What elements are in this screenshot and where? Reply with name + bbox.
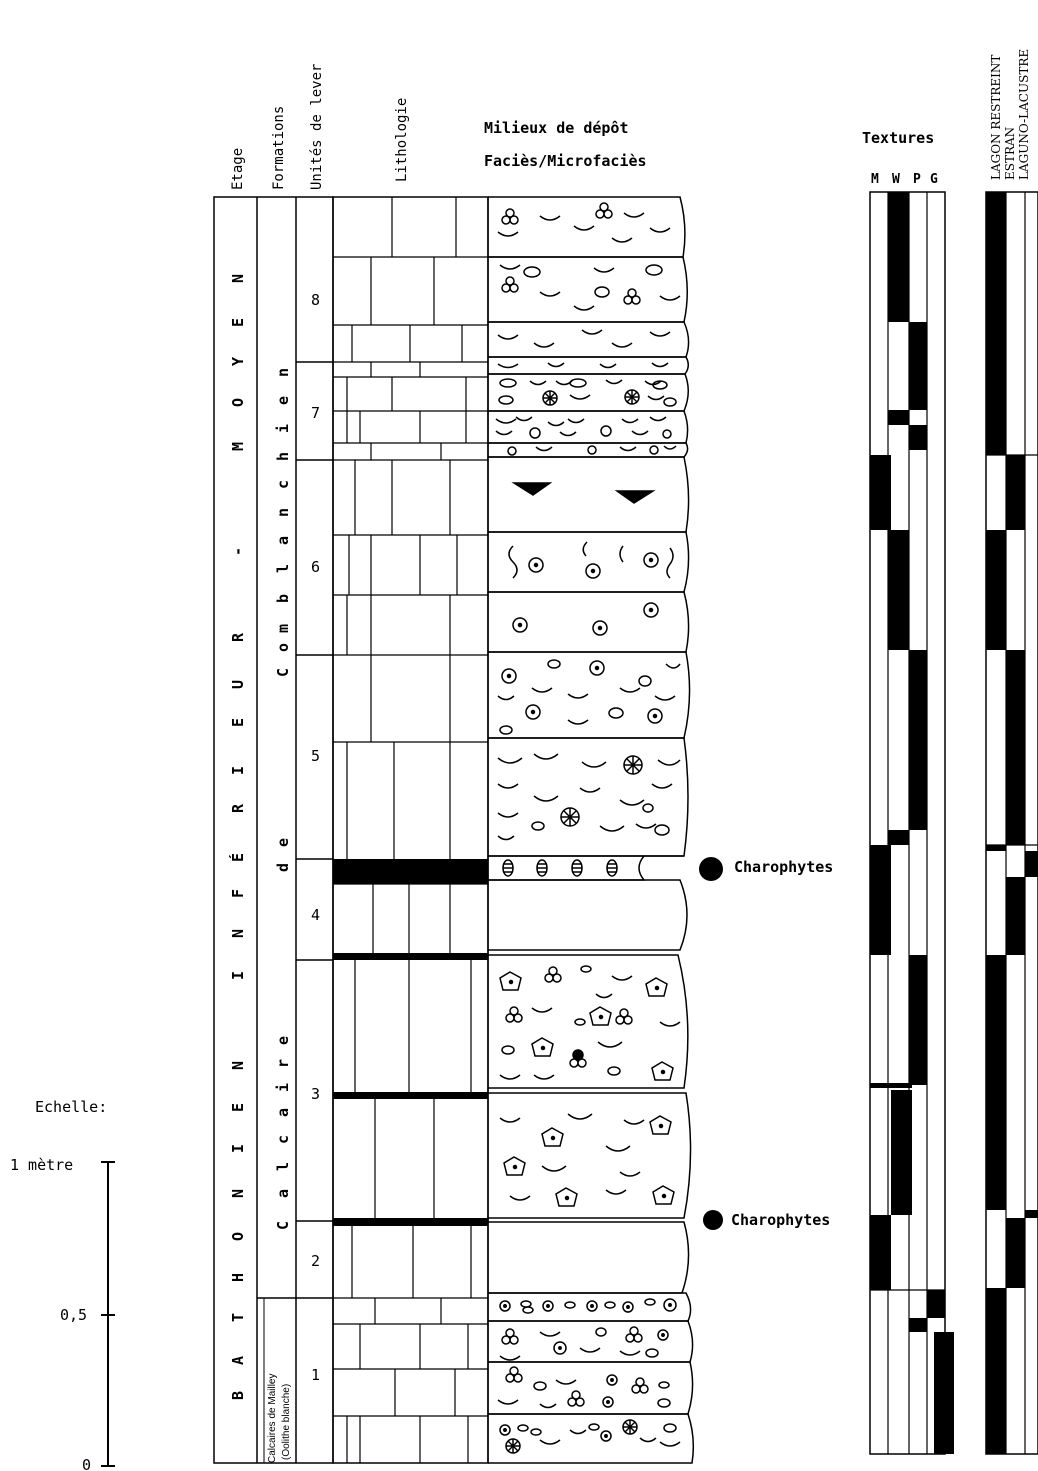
facies-symbols bbox=[495, 202, 681, 1454]
svg-text:C: C bbox=[274, 668, 292, 677]
svg-text:O: O bbox=[229, 398, 247, 407]
svg-text:m: m bbox=[274, 624, 292, 633]
svg-text:N: N bbox=[229, 929, 247, 938]
unit-3: 3 bbox=[311, 1085, 320, 1103]
svg-text:c: c bbox=[274, 1135, 292, 1144]
svg-text:T: T bbox=[229, 1313, 247, 1322]
svg-text:e: e bbox=[274, 1036, 292, 1045]
charophytes-label-upper: Charophytes bbox=[734, 858, 833, 876]
unit-2: 2 bbox=[311, 1252, 320, 1270]
formation-label: n e i h c n a l b m o C e d e r i a c l … bbox=[274, 368, 292, 1230]
svg-text:I: I bbox=[229, 971, 247, 980]
charophytes-marker-lower bbox=[703, 1210, 723, 1230]
texture-code-g: G bbox=[930, 172, 938, 187]
svg-text:O: O bbox=[229, 1232, 247, 1241]
etage-label: N E Y O M - R U E I R É F N I N E I N O … bbox=[228, 274, 247, 1400]
svg-text:N: N bbox=[229, 274, 247, 283]
svg-text:Y: Y bbox=[229, 357, 247, 366]
unit-5: 5 bbox=[311, 747, 320, 765]
scale-label-0: 0 bbox=[82, 1456, 91, 1471]
svg-text:É: É bbox=[228, 853, 247, 862]
svg-text:F: F bbox=[229, 889, 247, 898]
svg-text:i: i bbox=[274, 424, 292, 433]
texture-code-w: W bbox=[892, 172, 900, 187]
svg-text:I: I bbox=[229, 1144, 247, 1153]
svg-text:A: A bbox=[229, 1356, 247, 1365]
svg-text:n: n bbox=[274, 508, 292, 517]
texture-code-p: P bbox=[913, 172, 921, 187]
svg-text:e: e bbox=[274, 838, 292, 847]
svg-text:d: d bbox=[274, 863, 292, 872]
svg-text:B: B bbox=[229, 1391, 247, 1400]
unit-4: 4 bbox=[311, 906, 320, 924]
header-etage: Etage bbox=[230, 148, 246, 190]
svg-text:i: i bbox=[274, 1083, 292, 1092]
unit-7: 7 bbox=[311, 404, 320, 422]
svg-text:-: - bbox=[229, 547, 247, 556]
svg-text:a: a bbox=[274, 1108, 292, 1117]
scale-title: Echelle: bbox=[35, 1098, 107, 1116]
env-lagon-restreint: LAGON RESTREINT bbox=[989, 55, 1003, 180]
svg-text:l: l bbox=[274, 564, 292, 573]
svg-text:U: U bbox=[229, 680, 247, 689]
svg-text:b: b bbox=[274, 594, 292, 603]
svg-text:N: N bbox=[229, 1061, 247, 1070]
header-formations: Formations bbox=[271, 106, 287, 190]
svg-text:a: a bbox=[274, 536, 292, 545]
scale-label-05: 0,5 bbox=[60, 1306, 87, 1324]
facies-beds bbox=[487, 196, 695, 1464]
svg-text:I: I bbox=[229, 766, 247, 775]
clay-bands bbox=[333, 859, 488, 1226]
svg-text:h: h bbox=[274, 452, 292, 461]
svg-text:n: n bbox=[274, 368, 292, 377]
svg-text:E: E bbox=[229, 718, 247, 727]
environment-column bbox=[985, 191, 1038, 1455]
unit-numbers: 8 7 6 5 4 3 2 1 bbox=[311, 291, 320, 1384]
svg-text:R: R bbox=[229, 803, 247, 813]
header-facies: Faciès/Microfaciès bbox=[484, 152, 647, 170]
header-lithologie: Lithologie bbox=[394, 98, 410, 182]
svg-text:c: c bbox=[274, 480, 292, 489]
svg-text:l: l bbox=[274, 1162, 292, 1171]
textures-column bbox=[869, 191, 954, 1455]
svg-text:M: M bbox=[229, 442, 247, 451]
unit-8: 8 bbox=[311, 291, 320, 309]
header-milieux: Milieux de dépôt bbox=[484, 119, 629, 137]
texture-code-m: M bbox=[871, 172, 879, 187]
header-unites: Unités de lever bbox=[309, 64, 325, 190]
unit-6: 6 bbox=[311, 558, 320, 576]
unit-1: 1 bbox=[311, 1366, 320, 1384]
lithology-column bbox=[332, 196, 489, 1464]
svg-text:E: E bbox=[229, 318, 247, 327]
svg-text:r: r bbox=[274, 1059, 292, 1068]
svg-text:E: E bbox=[229, 1103, 247, 1112]
svg-text:R: R bbox=[229, 632, 247, 642]
charophytes-label-lower: Charophytes bbox=[731, 1211, 830, 1229]
scale-bar: Echelle: 1 mètre 0,5 0 bbox=[10, 1098, 115, 1471]
scale-label-1m: 1 mètre bbox=[10, 1156, 73, 1174]
svg-text:C: C bbox=[274, 1221, 292, 1230]
mailley-label-2: (Oolithe blanche) bbox=[281, 1384, 292, 1460]
env-laguno-lacustre: LAGUNO-LACUSTRE bbox=[1017, 49, 1031, 180]
svg-text:o: o bbox=[274, 643, 292, 652]
svg-text:H: H bbox=[229, 1273, 247, 1282]
svg-text:N: N bbox=[229, 1189, 247, 1198]
header-textures: Textures bbox=[862, 129, 934, 147]
svg-text:a: a bbox=[274, 1189, 292, 1198]
mailley-label-1: Calcaires de Mailley bbox=[267, 1374, 278, 1463]
charophytes-marker-upper bbox=[699, 857, 723, 881]
env-estran: ESTRAN bbox=[1003, 127, 1017, 180]
svg-text:e: e bbox=[274, 396, 292, 405]
